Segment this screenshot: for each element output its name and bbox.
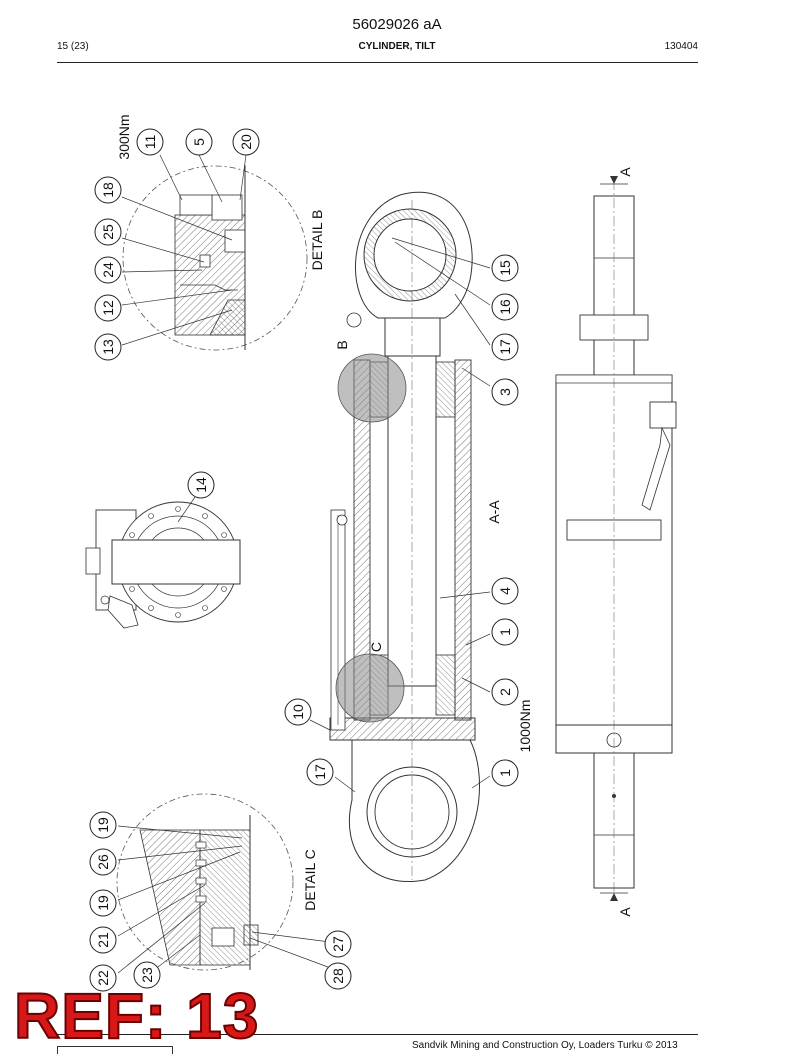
section-mark-c: C xyxy=(368,642,384,652)
detail-b xyxy=(122,165,308,351)
callout-25: 25 xyxy=(94,218,122,246)
callout-1-bottom: 1 xyxy=(491,759,519,787)
callout-11: 11 xyxy=(136,128,164,156)
callout-22: 22 xyxy=(89,964,117,992)
footer-rule xyxy=(57,1034,698,1035)
svg-text:2: 2 xyxy=(497,688,513,696)
svg-text:3: 3 xyxy=(497,388,513,396)
leader-lines xyxy=(117,154,491,974)
callout-24: 24 xyxy=(94,256,122,284)
callout-28: 28 xyxy=(324,962,352,990)
svg-text:5: 5 xyxy=(191,138,207,146)
detail-c xyxy=(116,793,294,971)
footer-copyright: Sandvik Mining and Construction Oy, Load… xyxy=(412,1040,678,1051)
callout-21: 21 xyxy=(89,926,117,954)
svg-text:24: 24 xyxy=(100,262,116,278)
svg-text:4: 4 xyxy=(497,587,513,595)
side-view xyxy=(555,176,677,901)
svg-text:25: 25 xyxy=(100,224,116,240)
callout-19-bottom: 19 xyxy=(89,889,117,917)
svg-text:13: 13 xyxy=(100,339,116,355)
callout-17-top: 17 xyxy=(491,333,519,361)
svg-text:21: 21 xyxy=(95,932,111,948)
section-mark-b: B xyxy=(334,340,350,349)
callout-17-bottom: 17 xyxy=(306,758,334,786)
detail-b-label: DETAIL B xyxy=(309,210,325,271)
svg-text:14: 14 xyxy=(193,477,209,493)
callout-26: 26 xyxy=(89,848,117,876)
callout-27: 27 xyxy=(324,930,352,958)
document-date: 130404 xyxy=(664,41,698,52)
svg-text:19: 19 xyxy=(95,817,111,833)
callout-16: 16 xyxy=(491,293,519,321)
callout-15: 15 xyxy=(491,254,519,282)
callout-12: 12 xyxy=(94,294,122,322)
section-a-a xyxy=(329,191,480,882)
callout-19-top: 19 xyxy=(89,811,117,839)
svg-text:1: 1 xyxy=(497,769,513,777)
callout-23: 23 xyxy=(133,961,161,989)
svg-text:10: 10 xyxy=(290,704,306,720)
svg-text:1: 1 xyxy=(497,628,513,636)
torque-300nm-label: 300Nm xyxy=(116,114,132,159)
detail-c-label: DETAIL C xyxy=(302,849,318,910)
ref-stamp: REF: 13 xyxy=(13,980,260,1052)
end-view xyxy=(85,501,241,629)
callout-5: 5 xyxy=(185,128,213,156)
svg-text:12: 12 xyxy=(100,300,116,316)
callout-20: 20 xyxy=(232,128,260,156)
svg-text:17: 17 xyxy=(497,339,513,355)
torque-1000nm-label: 1000Nm xyxy=(517,700,533,753)
svg-text:15: 15 xyxy=(497,260,513,276)
page-number: 15 (23) xyxy=(57,41,89,52)
svg-text:16: 16 xyxy=(497,299,513,315)
svg-text:28: 28 xyxy=(330,968,346,984)
svg-text:26: 26 xyxy=(95,854,111,870)
svg-text:18: 18 xyxy=(100,182,116,198)
page-title: CYLINDER, TILT xyxy=(358,41,436,52)
callout-1-top: 1 xyxy=(491,618,519,646)
svg-text:20: 20 xyxy=(238,134,254,150)
svg-text:27: 27 xyxy=(330,936,346,952)
callout-4: 4 xyxy=(491,577,519,605)
svg-text:23: 23 xyxy=(139,967,155,983)
callout-18: 18 xyxy=(94,176,122,204)
callout-10: 10 xyxy=(284,698,312,726)
callout-13: 13 xyxy=(94,333,122,361)
svg-text:17: 17 xyxy=(312,764,328,780)
header-rule xyxy=(57,62,698,63)
section-arrow-a-bottom: A xyxy=(617,907,633,917)
svg-text:19: 19 xyxy=(95,895,111,911)
section-arrow-a-top: A xyxy=(617,167,633,177)
document-number: 56029026 aA xyxy=(352,16,442,33)
section-a-a-label: A-A xyxy=(486,500,502,524)
callout-2: 2 xyxy=(491,678,519,706)
callout-14: 14 xyxy=(187,471,215,499)
company-logo xyxy=(57,1046,173,1054)
callout-3: 3 xyxy=(491,378,519,406)
svg-text:11: 11 xyxy=(142,135,158,150)
svg-text:22: 22 xyxy=(95,970,111,986)
